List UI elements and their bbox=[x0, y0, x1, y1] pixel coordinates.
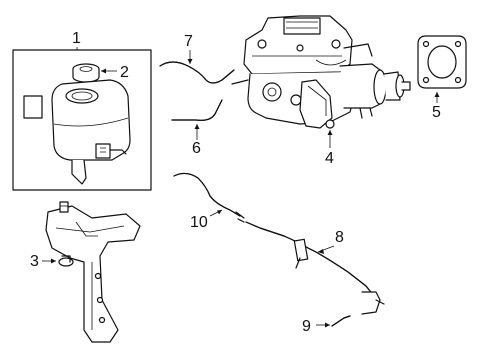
reservoir-label-sticker bbox=[23, 95, 43, 119]
callout-1: 1 bbox=[72, 30, 81, 47]
callout-4: 4 bbox=[325, 150, 334, 167]
reservoir-tank bbox=[51, 79, 131, 185]
callout-2: 2 bbox=[120, 64, 129, 81]
brake-line-8 bbox=[237, 218, 385, 315]
brake-booster-assembly bbox=[231, 15, 411, 129]
callout-6: 6 bbox=[192, 140, 201, 157]
hose-10 bbox=[173, 172, 245, 219]
callout-9: 9 bbox=[302, 318, 311, 335]
callout-10: 10 bbox=[190, 214, 208, 231]
reservoir-frame bbox=[12, 49, 152, 191]
hose-7 bbox=[159, 61, 235, 84]
hose-9 bbox=[331, 315, 351, 327]
hose-6 bbox=[171, 99, 223, 121]
callout-7: 7 bbox=[184, 33, 193, 50]
callout-5: 5 bbox=[432, 104, 441, 121]
mounting-bracket bbox=[45, 201, 141, 343]
reservoir-cap bbox=[72, 63, 100, 83]
reservoir-group bbox=[12, 49, 152, 191]
callout-8: 8 bbox=[335, 229, 344, 246]
gasket bbox=[417, 35, 467, 89]
callout-3: 3 bbox=[30, 253, 39, 270]
